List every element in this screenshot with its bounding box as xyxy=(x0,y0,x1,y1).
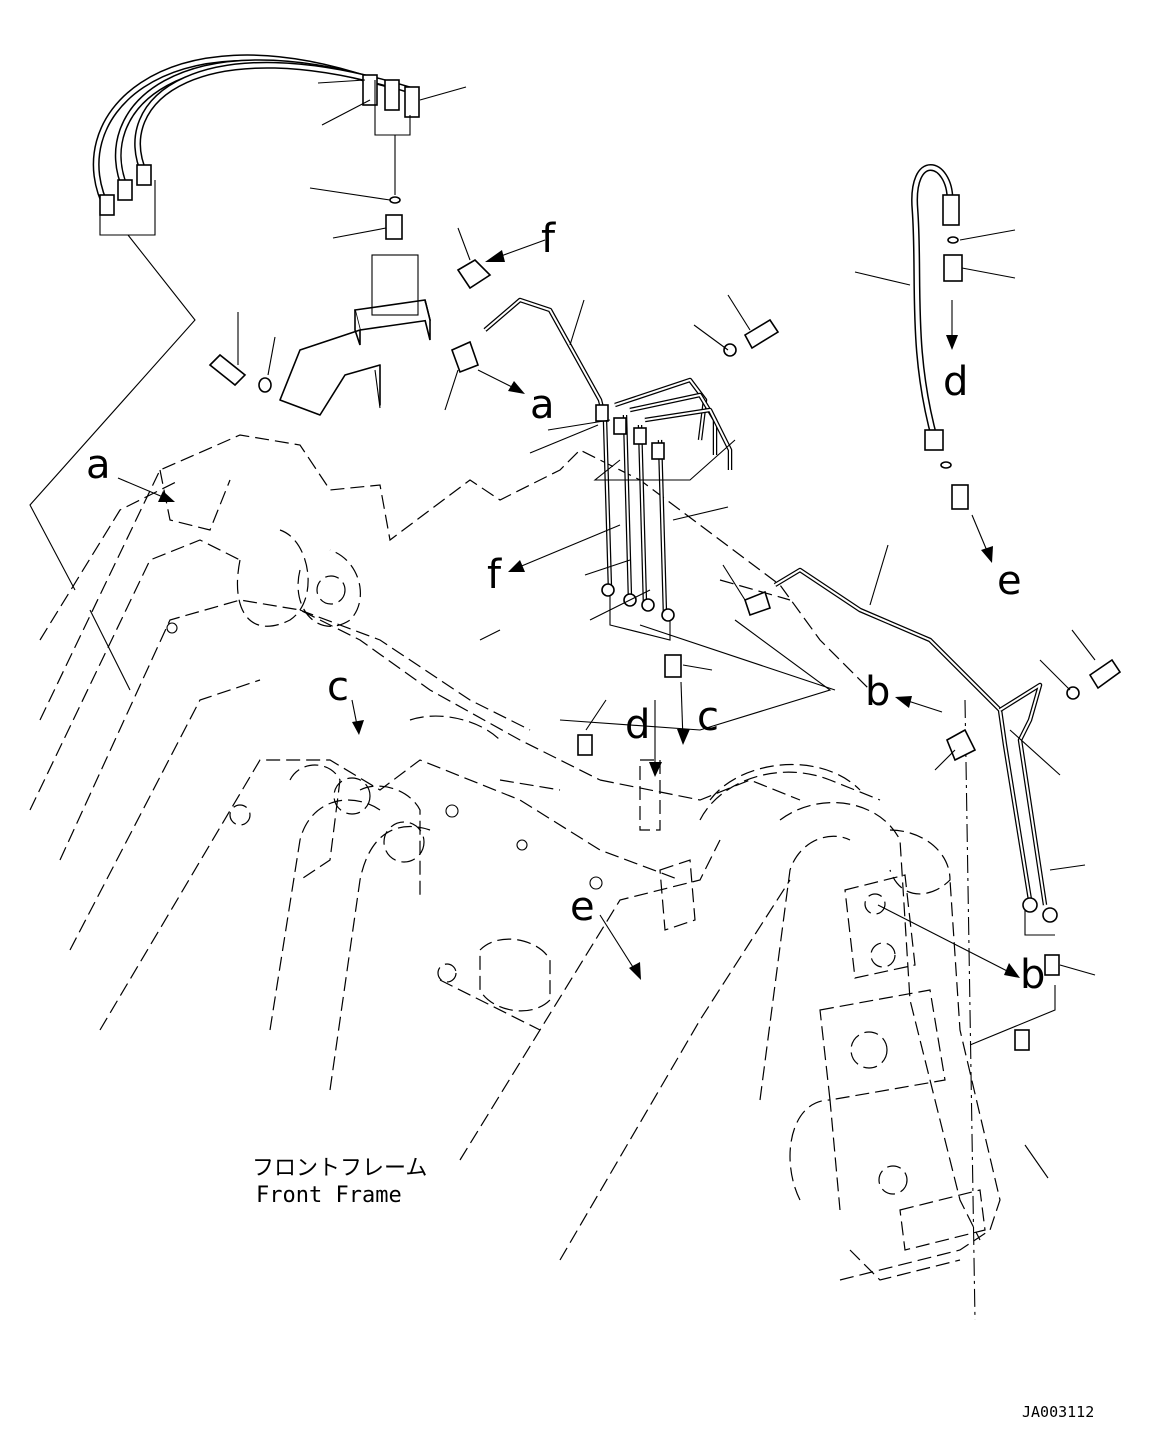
elbow-fitting-a xyxy=(450,340,480,374)
center-line xyxy=(964,699,976,1321)
bolt-center xyxy=(723,318,780,357)
callout-arrows xyxy=(117,239,1020,980)
callout-b-left: b xyxy=(865,669,890,715)
callout-f-lower: f xyxy=(487,552,502,598)
junction-block xyxy=(279,196,431,416)
caption-japanese: フロントフレーム xyxy=(252,1156,427,1181)
hose-bundle xyxy=(92,54,420,216)
callout-a-upper: a xyxy=(530,382,555,428)
figure-code: JA003112 xyxy=(1022,1403,1094,1421)
front-frame-outline xyxy=(29,434,1001,1281)
callout-e-right: e xyxy=(997,558,1022,604)
right-hose xyxy=(911,164,969,510)
frame-caption: フロントフレーム Front Frame xyxy=(252,1156,427,1208)
callout-f-upper: f xyxy=(541,216,556,262)
callout-d-left: d xyxy=(625,702,650,748)
grease-fitting-c xyxy=(664,654,682,678)
callout-d-right: d xyxy=(943,359,968,405)
callout-letters: f a a f c d c d e b b e xyxy=(86,216,1045,998)
caption-english: Front Frame xyxy=(256,1183,402,1208)
grease-fitting-f xyxy=(456,258,492,290)
bolt-left xyxy=(208,353,272,393)
callout-b-lower: b xyxy=(1020,952,1045,998)
leader-lines xyxy=(29,79,1096,1179)
callout-c-left: c xyxy=(327,664,349,710)
center-pipes xyxy=(483,297,733,622)
callout-e-lower: e xyxy=(570,884,595,930)
callout-c-right: c xyxy=(697,694,719,740)
callout-a-left: a xyxy=(86,442,111,488)
right-pipes xyxy=(577,567,1122,1051)
